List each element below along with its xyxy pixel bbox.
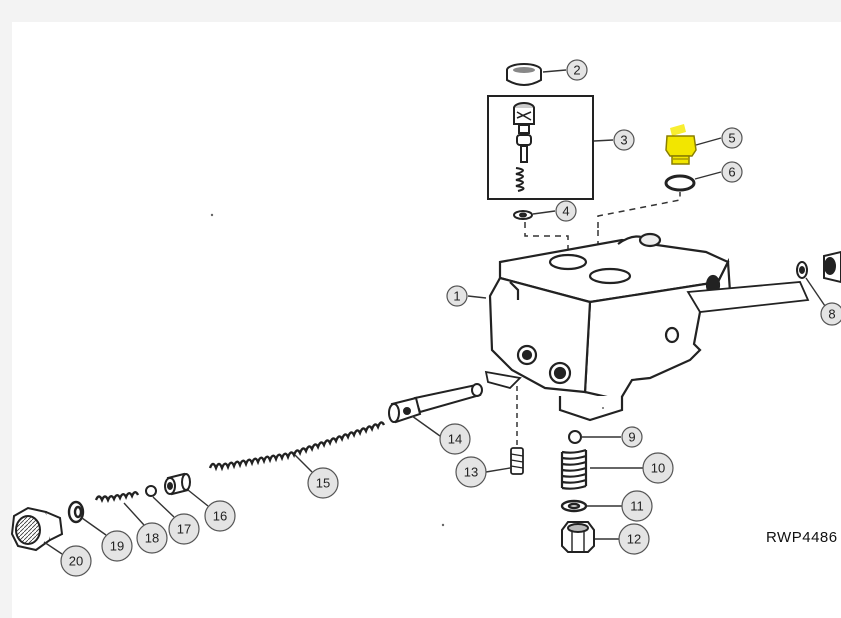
part-12-hex-plug — [561, 521, 595, 553]
callout-label: 13 — [464, 465, 478, 480]
callout-bubble — [101, 530, 133, 562]
part-9-ball — [568, 430, 582, 444]
callout-bubble — [621, 426, 643, 448]
callout-bubble — [446, 285, 468, 307]
callout-leader-line — [805, 277, 826, 307]
callout-label: 1 — [453, 289, 460, 304]
callout-6: 6 — [694, 161, 743, 183]
callout-label: 2 — [573, 63, 580, 78]
callout-11: 11 — [587, 490, 653, 522]
callout-label: 17 — [177, 522, 191, 537]
callout-bubble — [455, 456, 487, 488]
callout-leader-line — [43, 541, 63, 555]
part-6-o-ring — [664, 174, 696, 192]
callout-bubble — [721, 127, 743, 149]
part-8-washer-nut — [796, 250, 841, 284]
callout-label: 12 — [627, 532, 641, 547]
callout-bubble — [621, 490, 653, 522]
part-3-cartridge-kit — [487, 95, 594, 200]
callout-1: 1 — [446, 285, 487, 307]
part-13-set-screw — [510, 447, 524, 475]
callout-bubble — [60, 545, 92, 577]
callout-label: 4 — [562, 204, 569, 219]
callout-leader-line — [593, 139, 614, 142]
callout-label: 15 — [316, 476, 330, 491]
diagram-frame — [12, 22, 841, 618]
callout-18: 18 — [123, 502, 168, 554]
callout-bubble — [613, 129, 635, 151]
callout-17: 17 — [152, 496, 200, 545]
part-17-ball — [145, 485, 157, 497]
callout-label: 18 — [145, 531, 159, 546]
part-2-cap — [506, 63, 542, 86]
callout-leader-line — [81, 517, 107, 536]
callout-leader-line — [542, 69, 567, 73]
callout-20: 20 — [43, 541, 92, 577]
gasket-plate — [484, 281, 810, 390]
callout-label: 14 — [448, 432, 462, 447]
callout-leader-line — [411, 415, 441, 437]
callout-leader-line — [152, 496, 175, 518]
callout-15: 15 — [294, 454, 339, 499]
part-4-washer — [513, 210, 533, 220]
callout-2: 2 — [542, 59, 588, 81]
callout-19: 19 — [81, 517, 133, 562]
callout-bubble — [307, 467, 339, 499]
part-19-washer — [67, 500, 85, 524]
callout-bubble — [439, 423, 471, 455]
part-10-spring — [560, 448, 588, 490]
callout-13: 13 — [455, 456, 511, 488]
callout-10: 10 — [590, 452, 674, 484]
callout-bubble — [204, 500, 236, 532]
part-5-plug-highlighted — [665, 124, 697, 165]
part-11-washer — [560, 499, 588, 513]
callout-12: 12 — [595, 523, 650, 555]
part-14-spool — [388, 383, 483, 424]
callout-label: 5 — [728, 131, 735, 146]
callout-bubble — [136, 522, 168, 554]
callout-label: 3 — [620, 133, 627, 148]
callout-8: 8 — [805, 277, 841, 326]
callout-bubble — [820, 302, 841, 326]
callout-14: 14 — [411, 415, 471, 455]
callout-16: 16 — [187, 489, 236, 532]
callout-leader-line — [123, 502, 145, 526]
callout-5: 5 — [695, 127, 743, 149]
callout-bubble — [555, 200, 577, 222]
part-1-valve-housing — [488, 232, 732, 422]
scan-specks — [210, 213, 604, 527]
callout-label: 20 — [69, 554, 83, 569]
callout-leader-line — [294, 454, 313, 473]
callout-label: 16 — [213, 509, 227, 524]
callout-bubble — [566, 59, 588, 81]
callout-4: 4 — [532, 200, 577, 222]
callout-leader-line — [695, 137, 722, 146]
callout-label: 11 — [630, 499, 644, 514]
callout-leader-line — [467, 295, 487, 299]
part-18-small-spring — [94, 491, 140, 504]
callout-leader-line — [532, 210, 556, 215]
callout-label: 10 — [651, 461, 665, 476]
callout-leader-line — [187, 489, 209, 507]
reference-code: RWP4486 — [766, 529, 838, 546]
callout-bubble — [168, 513, 200, 545]
part-20-hex-plug — [10, 506, 64, 552]
callout-label: 8 — [828, 307, 835, 322]
callout-label: 6 — [728, 165, 735, 180]
part-16-plunger — [164, 472, 191, 496]
callout-leader-line — [485, 467, 511, 473]
callout-9: 9 — [581, 426, 643, 448]
callout-label: 19 — [110, 539, 124, 554]
callout-label: 9 — [628, 430, 635, 445]
callout-bubble — [618, 523, 650, 555]
callout-bubble — [642, 452, 674, 484]
callout-leader-line — [694, 171, 722, 180]
callout-bubble — [721, 161, 743, 183]
callout-3: 3 — [593, 129, 635, 151]
part-15-long-spring — [208, 421, 386, 472]
